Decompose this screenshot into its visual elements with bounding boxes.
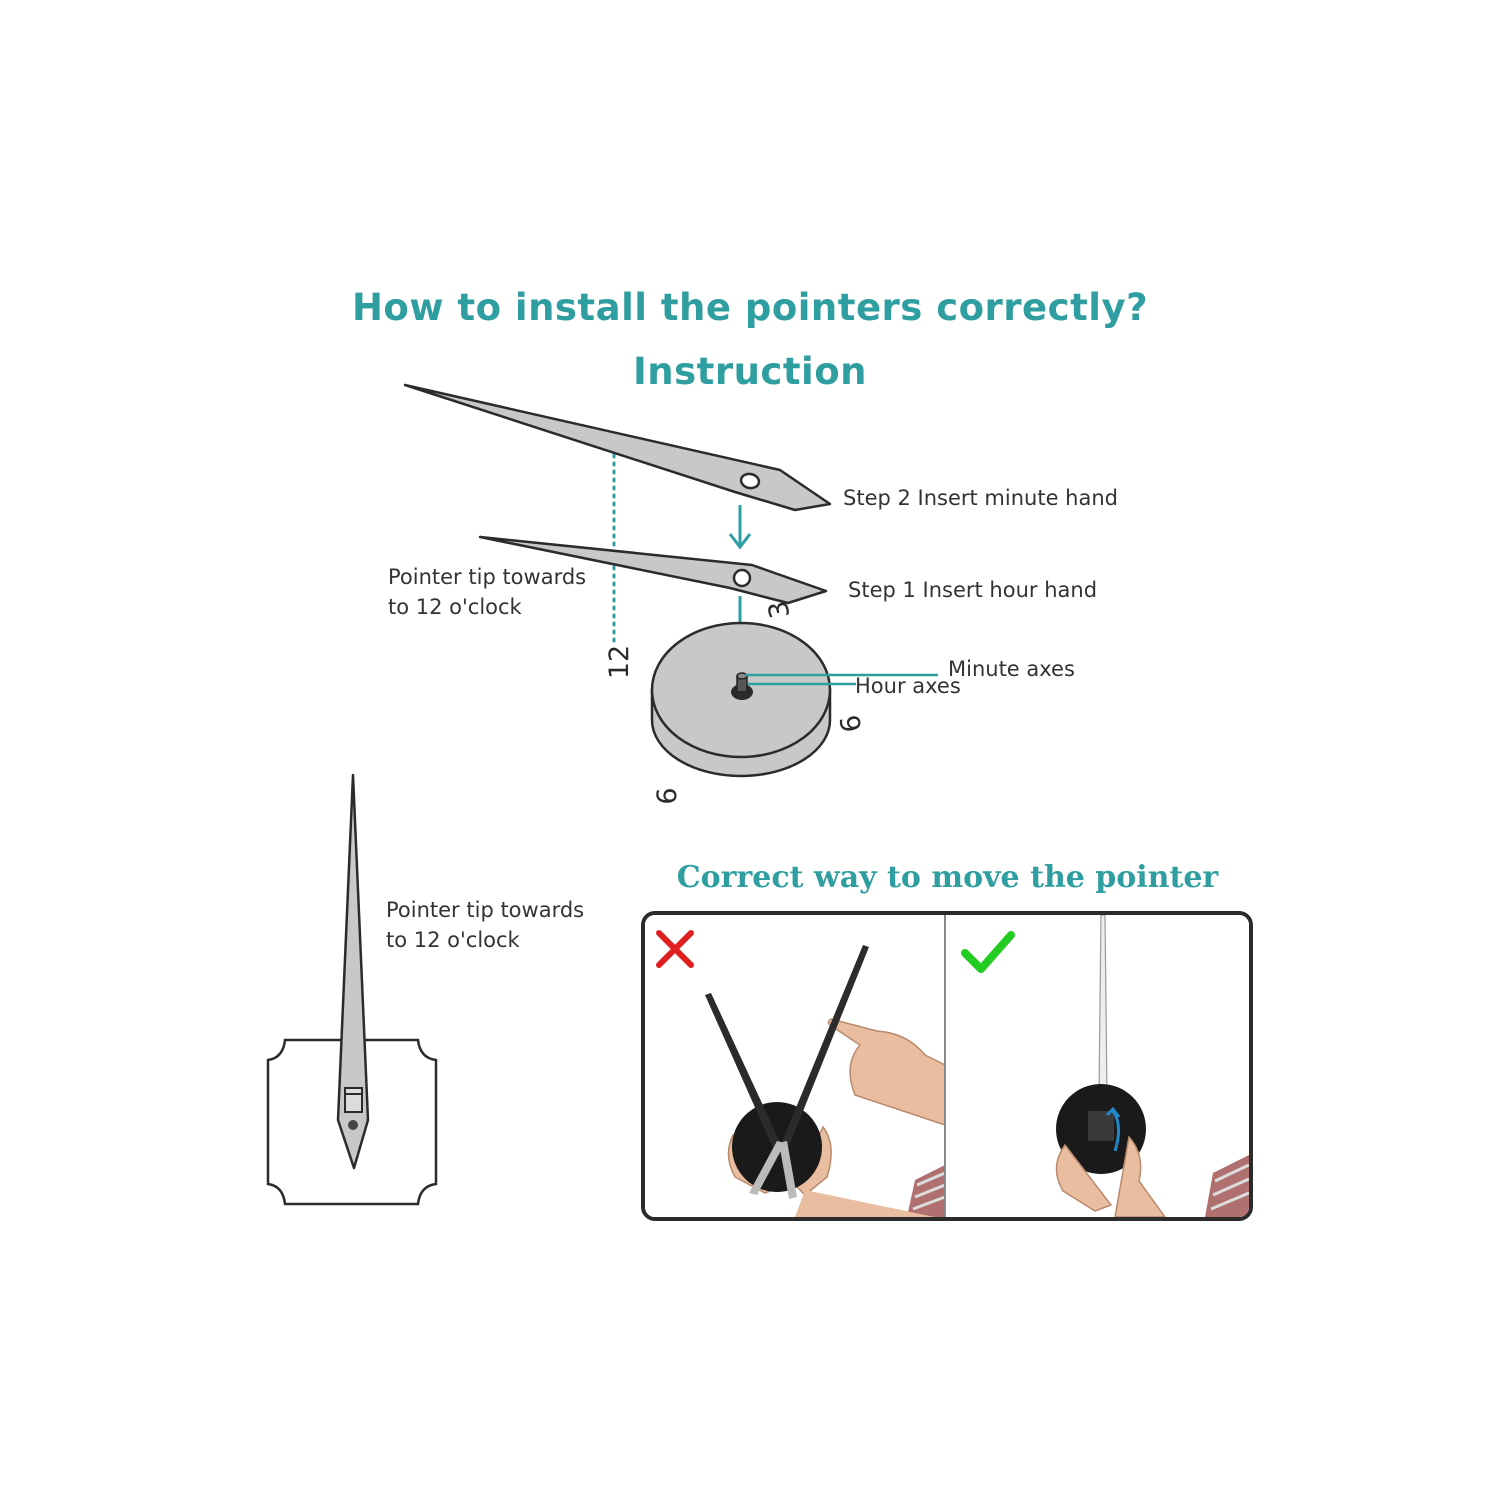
- page-title: How to install the pointers correctly?: [351, 286, 1149, 329]
- minute-axes-label: Minute axes: [948, 657, 1075, 681]
- dial-number-6-bottom: 6: [652, 787, 683, 804]
- photo-illustration: [645, 915, 1249, 1217]
- checkmark-icon: [961, 931, 1015, 973]
- dial-number-12: 12: [604, 645, 635, 679]
- pointer-tip-note-top-line1: Pointer tip towards: [388, 565, 587, 589]
- minute-hand: [403, 383, 832, 512]
- movement-disc: [650, 621, 832, 778]
- arrow-down-icon: [728, 505, 752, 550]
- pointer-tip-note-top-line2: to 12 o'clock: [388, 595, 522, 619]
- pointer-tip-note-bottom-line1: Pointer tip towards: [386, 898, 585, 922]
- cross-icon: [656, 930, 694, 968]
- dial-number-6-right: 6: [835, 712, 869, 734]
- photo-panel-title: Correct way to move the pointer: [676, 860, 1219, 895]
- step2-label: Step 2 Insert minute hand: [843, 486, 1118, 510]
- hour-axes-label: Hour axes: [855, 674, 961, 698]
- pointer-tip-note-bottom-line2: to 12 o'clock: [386, 928, 520, 952]
- dial-number-3: 3: [763, 598, 797, 620]
- vertical-pointer-hand: [336, 773, 370, 1170]
- right-way-photo: [946, 915, 1249, 1217]
- step1-label: Step 1 Insert hour hand: [848, 578, 1098, 602]
- hour-hand: [478, 535, 828, 605]
- page-subtitle: Instruction: [633, 350, 867, 393]
- photo-panel: [641, 911, 1253, 1221]
- wrong-way-photo: [645, 915, 946, 1217]
